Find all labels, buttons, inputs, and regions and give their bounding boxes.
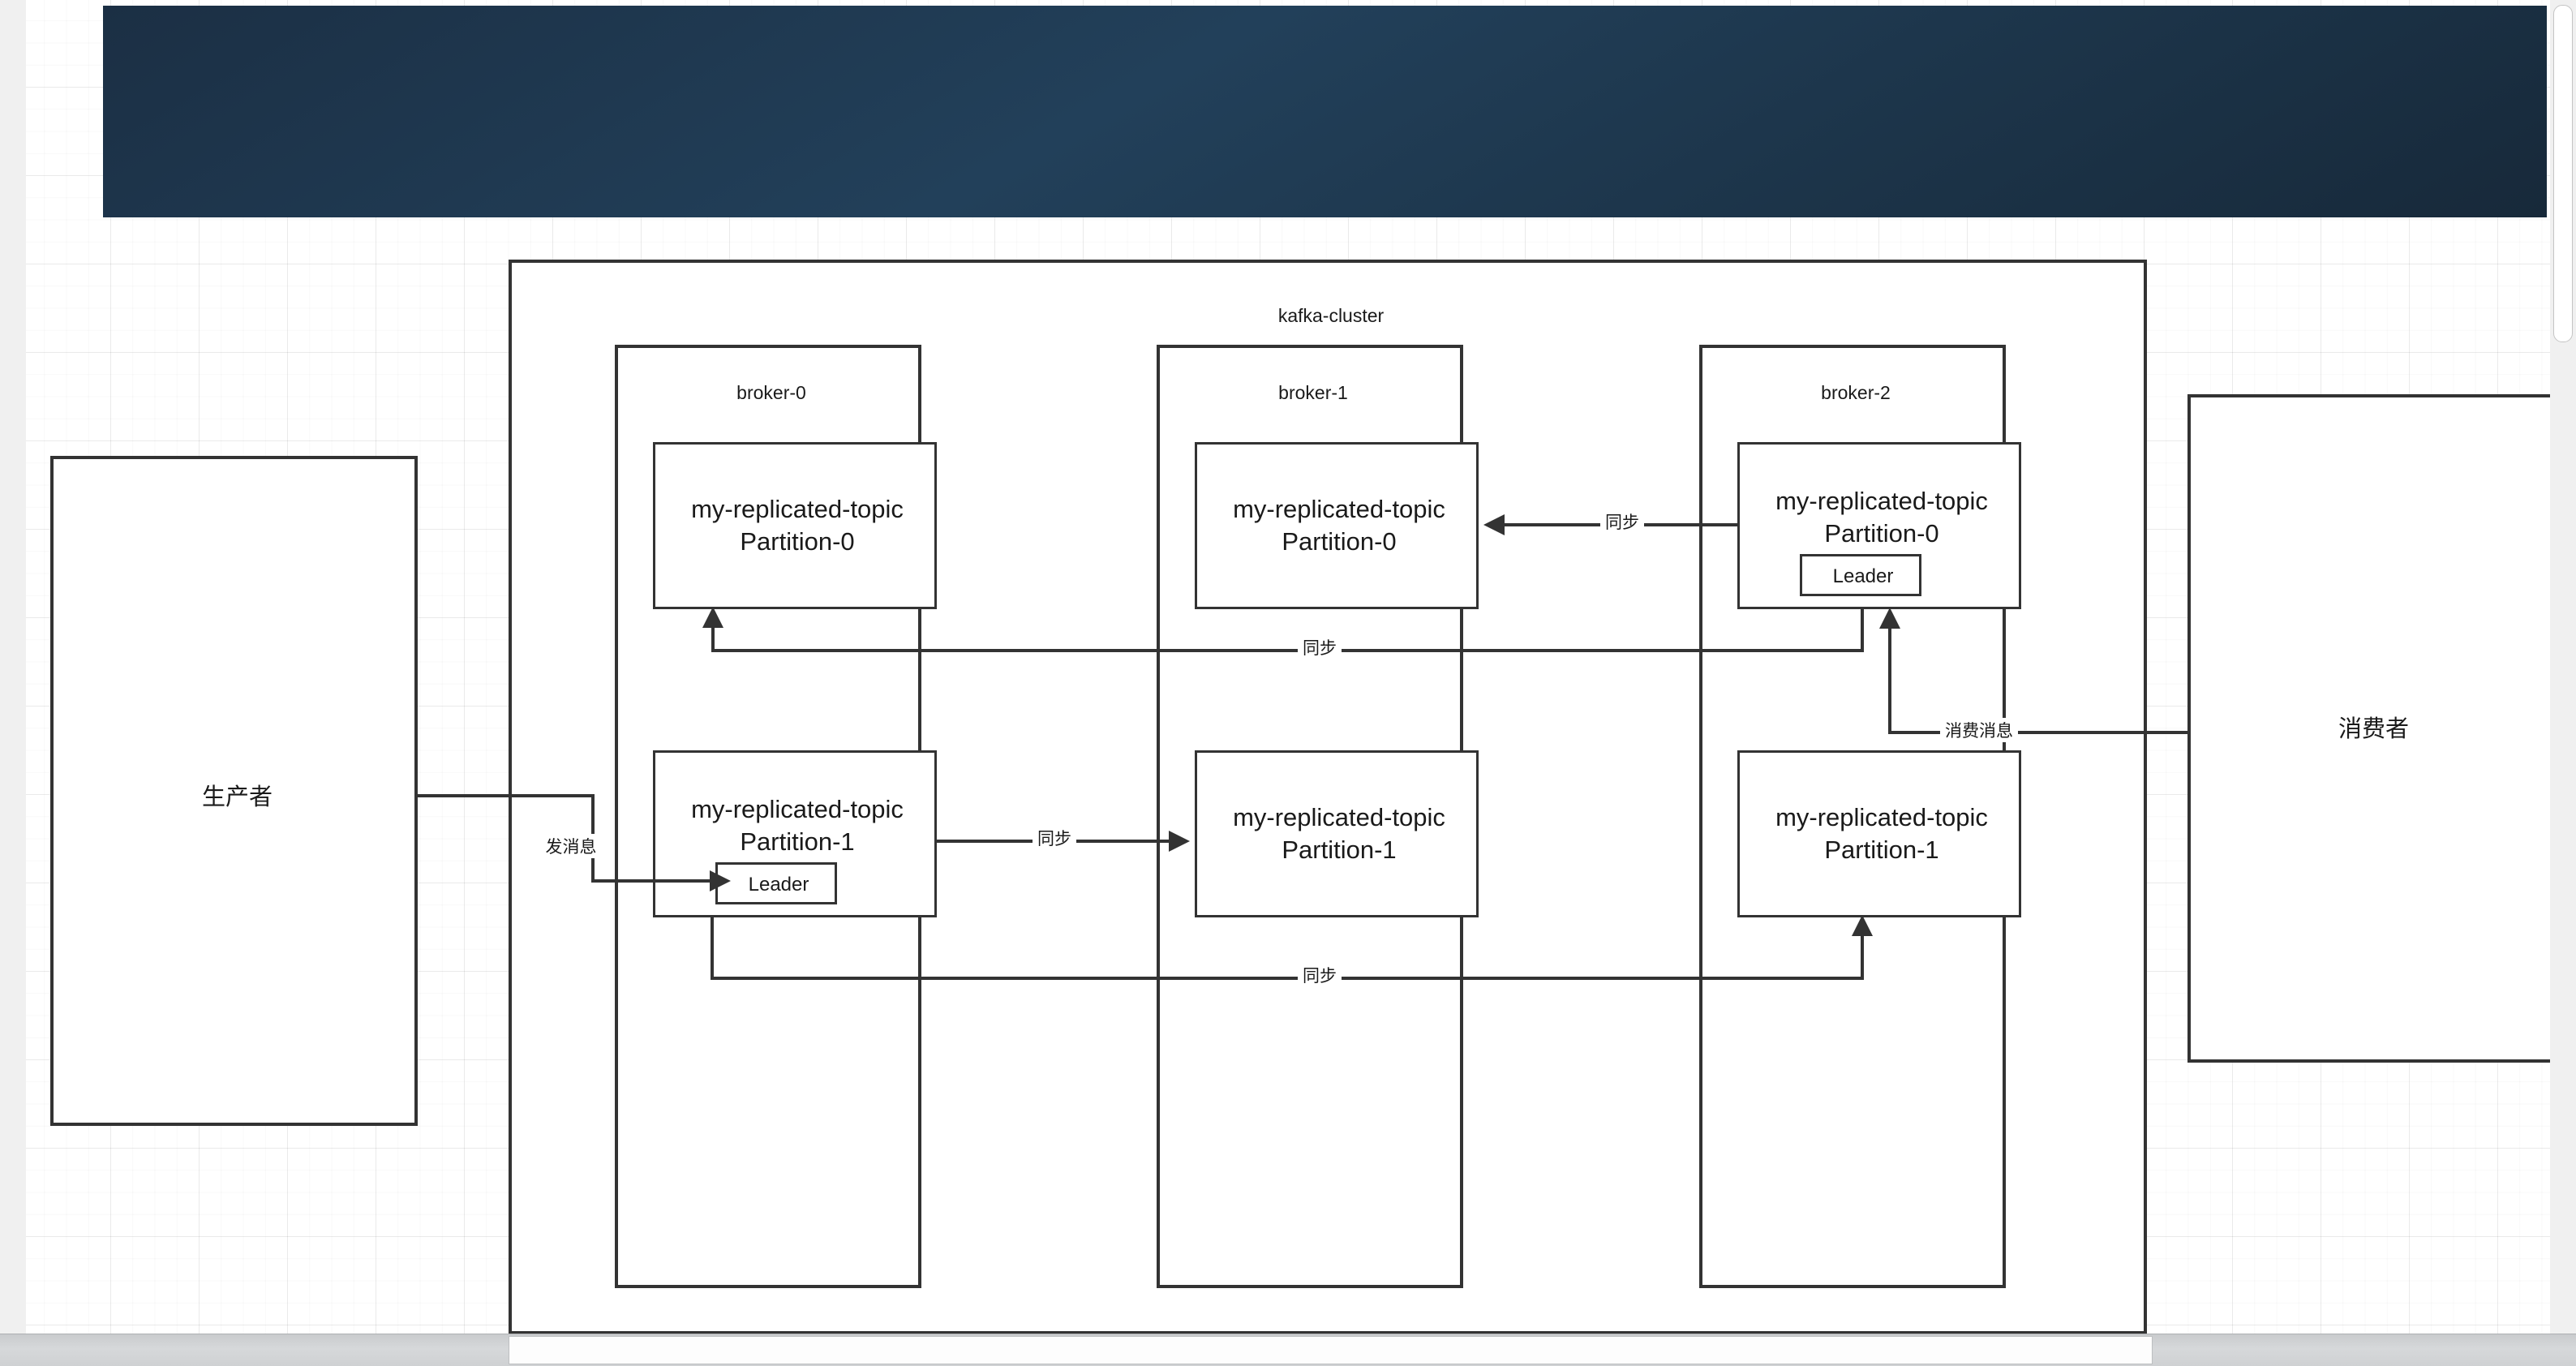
edge-sync-b0p1-to-b1p1-arrowhead [1169, 831, 1190, 852]
terminal-partition-count: PartitionCount: 2 [780, 208, 1125, 217]
horizontal-scrollbar-track[interactable] [0, 1334, 2576, 1366]
edge-produce-seg-h2 [591, 879, 711, 883]
broker-2-partition-0-box[interactable]: my-replicated-topic Partition-0 Leader [1737, 442, 2021, 609]
edge-sync-b2p0-to-b0p0-seg-h [711, 649, 1864, 652]
edge-consume-seg-v [1888, 629, 1891, 734]
edge-sync-b2p0-to-b1p0-label: 同步 [1600, 509, 1644, 534]
consumer-box[interactable]: 消费者 [2187, 394, 2553, 1063]
leader-badge-label: Leader [748, 874, 809, 896]
broker-2-partition-0-topic: my-replicated-topic [1775, 487, 1988, 515]
consumer-label: 消费者 [2338, 716, 2409, 742]
broker-0-partition-1-box[interactable]: my-replicated-topic Partition-1 Leader [653, 750, 937, 917]
producer-box[interactable]: 生产者 [50, 456, 418, 1126]
broker-0-partition-1-name: Partition-1 [740, 827, 855, 856]
broker-0-partition-0-name: Partition-0 [740, 527, 855, 556]
broker-0-label: broker-0 [736, 382, 806, 403]
broker-2-label: broker-2 [1821, 382, 1891, 403]
terminal-topic-summary: Topic: my-replicated-topic [261, 208, 780, 217]
edge-sync-b2p0-to-b0p0-seg-v2 [711, 626, 715, 651]
left-gutter [0, 0, 26, 1334]
vertical-scrollbar-thumb[interactable] [2553, 5, 2573, 342]
edge-sync-b0p1-to-b1p1-label: 同步 [1033, 826, 1076, 850]
terminal-configs: Configs: [1482, 208, 1642, 217]
edge-consume-seg-h [1888, 731, 2188, 734]
broker-1-partition-1-box[interactable]: my-replicated-topic Partition-1 [1195, 750, 1479, 917]
diagram-canvas[interactable]: Topic: my-replicated-topicPartitionCount… [26, 0, 2567, 1334]
broker-2-partition-1-name: Partition-1 [1824, 835, 1939, 864]
edge-sync-b0p1-to-b2p1-seg-v1 [711, 915, 714, 980]
leader-badge-label: Leader [1832, 565, 1894, 587]
edge-sync-b0p1-to-b2p1-arrowhead [1852, 915, 1873, 936]
broker-1-partition-1-name: Partition-1 [1282, 835, 1397, 864]
terminal-line: Topic: my-replicated-topicPartitionCount… [103, 140, 2547, 208]
broker-2-partition-0-leader-badge: Leader [1800, 554, 1921, 596]
broker-1-partition-0-name: Partition-0 [1282, 527, 1397, 556]
broker-2-partition-1-topic: my-replicated-topic [1775, 803, 1988, 831]
broker-1-partition-1-topic: my-replicated-topic [1233, 803, 1445, 831]
producer-label: 生产者 [201, 784, 273, 810]
broker-0-partition-0-box[interactable]: my-replicated-topic Partition-0 [653, 442, 937, 609]
broker-0-partition-1-topic: my-replicated-topic [691, 795, 904, 823]
horizontal-scrollbar-thumb[interactable] [509, 1336, 2153, 1364]
broker-1-partition-0-box[interactable]: my-replicated-topic Partition-0 [1195, 442, 1479, 609]
edge-sync-b2p0-to-b1p0-arrowhead [1483, 514, 1505, 535]
edge-sync-b2p0-to-b0p0-label: 同步 [1298, 635, 1342, 659]
terminal-output-panel: Topic: my-replicated-topicPartitionCount… [103, 6, 2547, 217]
edge-sync-b0p1-to-b2p1-seg-v2 [1861, 934, 1864, 978]
edge-sync-b0p1-to-b2p1-label: 同步 [1298, 963, 1342, 987]
edge-produce-arrowhead [710, 870, 731, 891]
edge-produce-seg-h1 [418, 794, 595, 797]
edge-consume-arrowhead [1879, 608, 1900, 629]
broker-1-partition-0-topic: my-replicated-topic [1233, 495, 1445, 523]
broker-0-partition-1-leader-badge: Leader [715, 862, 837, 904]
broker-2-partition-0-name: Partition-0 [1824, 519, 1939, 548]
edge-sync-b0p1-to-b2p1-seg-h [711, 977, 1864, 980]
broker-1-label: broker-1 [1278, 382, 1348, 403]
edge-sync-b2p0-to-b0p0-arrowhead [702, 607, 723, 628]
edge-sync-b2p0-to-b0p0-seg-v1 [1861, 607, 1864, 652]
terminal-replication-factor: ReplicationFactor: 3 [1125, 208, 1482, 217]
broker-2-partition-1-box[interactable]: my-replicated-topic Partition-1 [1737, 750, 2021, 917]
kafka-cluster-label: kafka-cluster [1277, 305, 1385, 326]
edge-consume-label: 消费消息 [1940, 718, 2018, 742]
broker-0-partition-0-topic: my-replicated-topic [691, 495, 904, 523]
edge-produce-label: 发消息 [540, 834, 602, 858]
vertical-scrollbar-track[interactable] [2550, 0, 2576, 1334]
